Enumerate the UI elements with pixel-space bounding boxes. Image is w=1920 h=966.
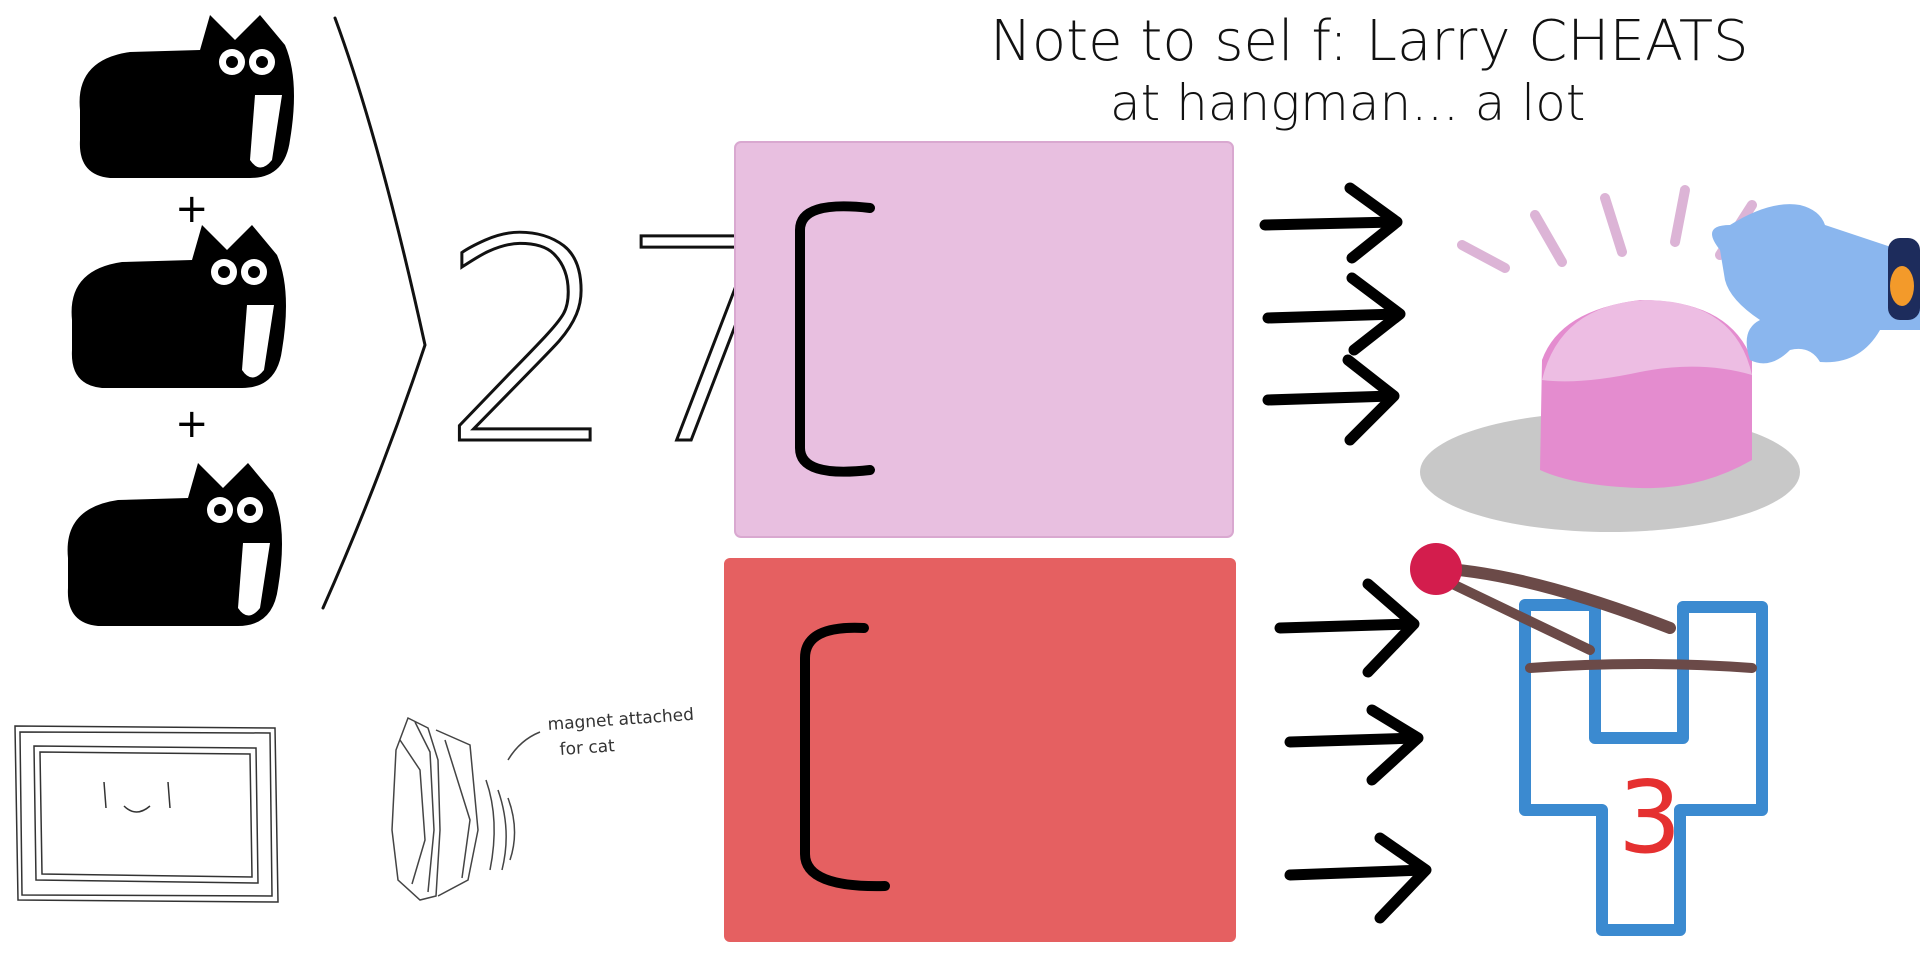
plus-sign-2: +: [175, 401, 209, 447]
tablet-icon: [14, 725, 279, 903]
magnet-note-line-1: magnet attached: [547, 705, 695, 735]
cat-icon-2: [71, 225, 286, 388]
gauntlet-icon: [1712, 204, 1920, 364]
cat-icon-1: [79, 15, 294, 178]
magnet-note-line-2: for cat: [559, 736, 616, 760]
score-digit: 3: [1618, 759, 1682, 876]
arrow-icon-bottom-2: [1284, 704, 1424, 786]
arrow-icon-top-1: [1259, 182, 1403, 264]
plus-sign-1: +: [175, 186, 209, 232]
cat-icon-3: [67, 463, 282, 626]
red-panel: [724, 558, 1236, 942]
bracket-icon-pink: [795, 201, 875, 477]
angle-bracket: [321, 16, 427, 610]
pink-panel: [734, 141, 1234, 538]
note-line-2: at hangman... a lot: [1110, 74, 1585, 132]
arrow-icon-top-2: [1262, 272, 1406, 356]
arrow-icon-bottom-1: [1274, 578, 1420, 678]
arrow-icon-top-3: [1262, 354, 1400, 446]
bracket-icon-red: [800, 622, 890, 892]
hangman-icon: 3: [1410, 543, 1768, 936]
buzzer-icon: [1420, 185, 1800, 532]
arrow-icon-bottom-3: [1284, 832, 1432, 924]
note-line-1: Note to sel f: Larry CHEATS: [990, 9, 1749, 74]
magnet-icon: [391, 716, 541, 901]
